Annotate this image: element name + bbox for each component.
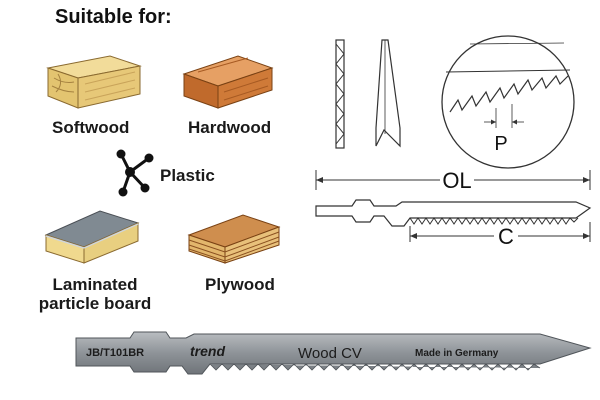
material-label-plywood: Plywood <box>205 275 275 294</box>
blade-material-text: Wood CV <box>298 345 362 362</box>
tooth-pitch-detail: P <box>441 35 575 169</box>
suitable-for-heading: Suitable for: <box>55 6 172 28</box>
laminated-board-icon <box>44 210 140 264</box>
blade-brand-text: trend <box>190 343 225 359</box>
plywood-block-icon <box>187 214 281 264</box>
blade-side-profile <box>335 39 345 149</box>
blade-origin-text: Made in Germany <box>415 348 499 359</box>
cutting-length-label: C <box>498 224 514 249</box>
cutting-length-dimension: C <box>409 222 591 249</box>
laminated-line-1: Laminated <box>52 275 138 294</box>
plastic-molecule-icon <box>116 149 154 197</box>
hardwood-block-icon <box>182 55 274 109</box>
laminated-line-2: particle board <box>38 294 152 313</box>
softwood-block-icon <box>46 55 142 109</box>
pitch-label: P <box>494 133 507 155</box>
overall-length-label: OL <box>442 168 471 193</box>
material-label-softwood: Softwood <box>52 118 130 137</box>
blade-code-text: JB/T101BR <box>86 347 144 359</box>
blade-cross-section <box>375 39 401 148</box>
jigsaw-blade-photo: JB/T101BR trend Wood CV Made in Germany <box>75 331 592 375</box>
blade-outline <box>315 199 592 227</box>
blade-technical-drawing: P OL C <box>315 35 592 249</box>
overall-length-dimension: OL <box>315 168 591 193</box>
material-label-laminated: Laminated particle board <box>20 275 170 313</box>
material-label-hardwood: Hardwood <box>188 118 272 137</box>
material-label-plastic: Plastic <box>160 166 215 185</box>
